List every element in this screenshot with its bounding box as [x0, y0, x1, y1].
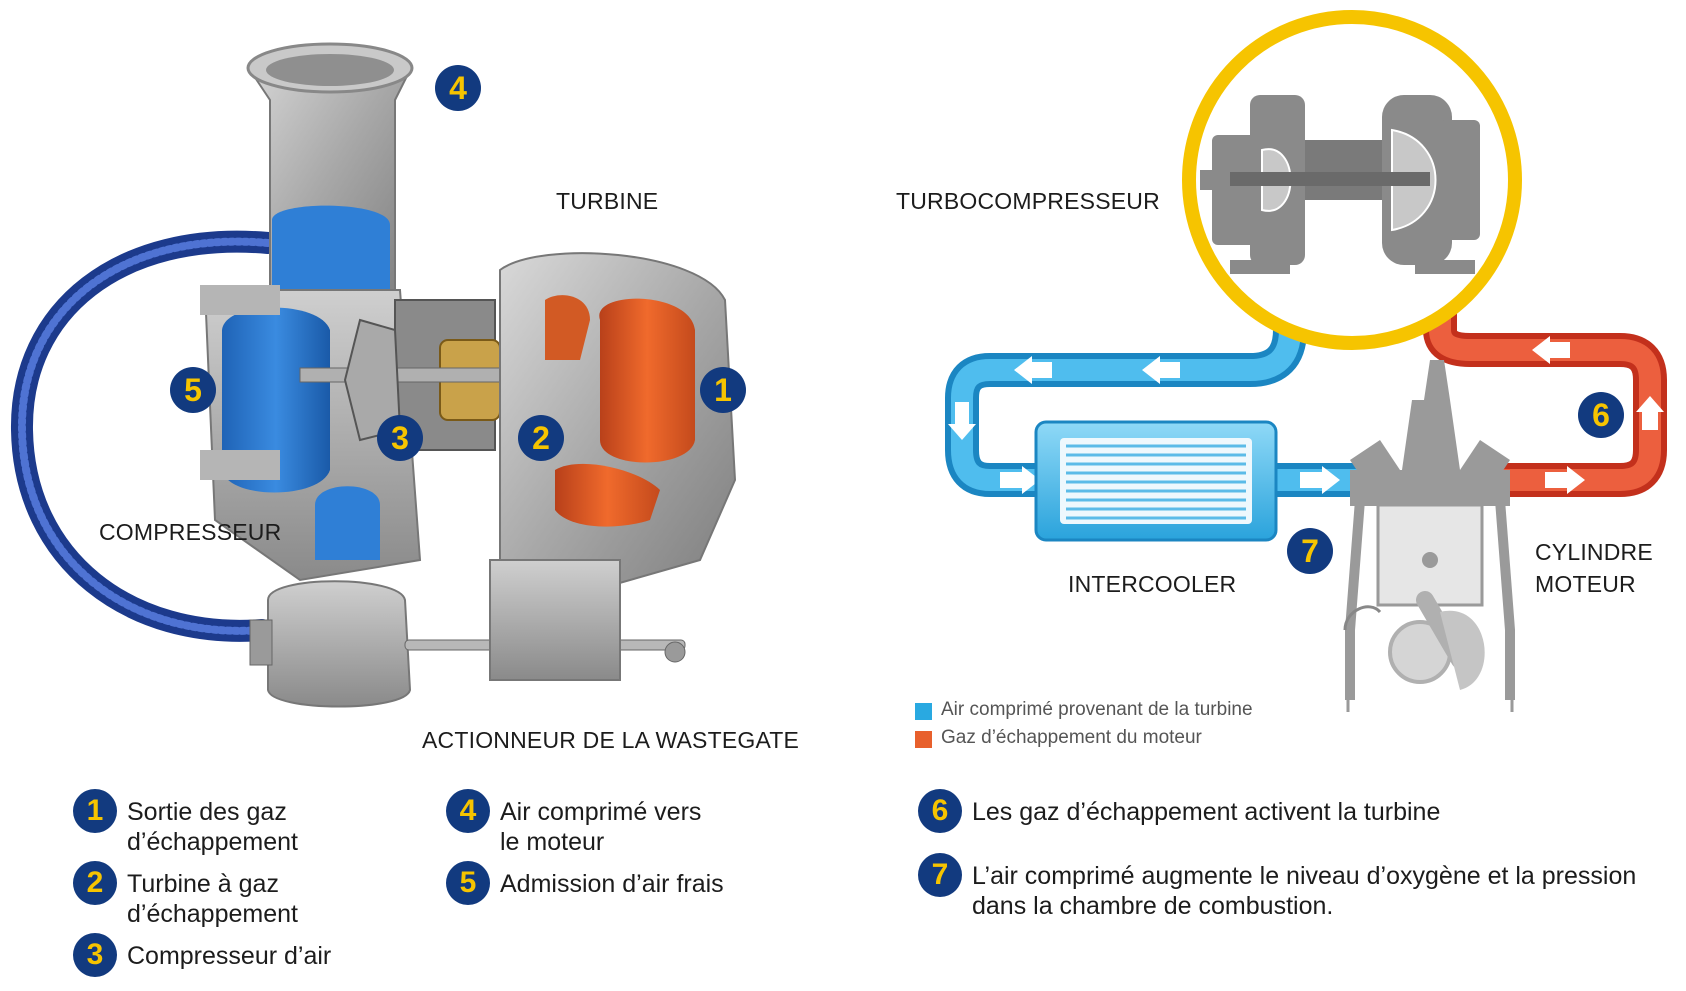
flow-arrows	[948, 336, 1664, 494]
key-label-air: Air comprimé provenant de la turbine	[941, 699, 1253, 720]
label-moteur: MOTEUR	[1535, 571, 1636, 597]
legend-badge: 5	[446, 861, 490, 905]
legend-badge: 2	[73, 861, 117, 905]
key-swatch-air	[915, 703, 932, 720]
label-intercooler: INTERCOOLER	[1068, 571, 1237, 597]
label-compresseur: COMPRESSEUR	[99, 519, 282, 545]
legend-badge: 6	[918, 789, 962, 833]
marker-6: 6	[1578, 392, 1624, 438]
marker-1: 1	[700, 367, 746, 413]
engine-cylinder	[1343, 360, 1515, 700]
exhaust-pipe	[1423, 253, 1667, 497]
legend-badge: 4	[446, 789, 490, 833]
key-label-exhaust: Gaz d’échappement du moteur	[941, 727, 1202, 748]
wastegate-actuator	[267, 580, 412, 708]
marker-4: 4	[435, 65, 481, 111]
label-turbine: TURBINE	[556, 188, 659, 214]
label-actionneur: ACTIONNEUR DE LA WASTEGATE	[422, 727, 800, 753]
marker-5: 5	[170, 367, 216, 413]
legend-text: L’air comprimé augmente le niveau d’oxyg…	[972, 862, 1637, 920]
key-swatch-exhaust	[915, 731, 932, 748]
legend-text: Les gaz d’échappement activent la turbin…	[972, 798, 1441, 826]
marker-7: 7	[1287, 528, 1333, 574]
legend-badge: 7	[918, 853, 962, 897]
legend-badge: 1	[73, 789, 117, 833]
legend-text: Admission d’air frais	[500, 870, 724, 898]
label-turbocompresseur: TURBOCOMPRESSEUR	[896, 188, 1160, 214]
legend-text: Compresseur d’air	[127, 942, 332, 970]
marker-2: 2	[518, 415, 564, 461]
label-cylindre: CYLINDRE	[1535, 539, 1653, 565]
legend-badge: 3	[73, 933, 117, 977]
marker-3: 3	[377, 415, 423, 461]
